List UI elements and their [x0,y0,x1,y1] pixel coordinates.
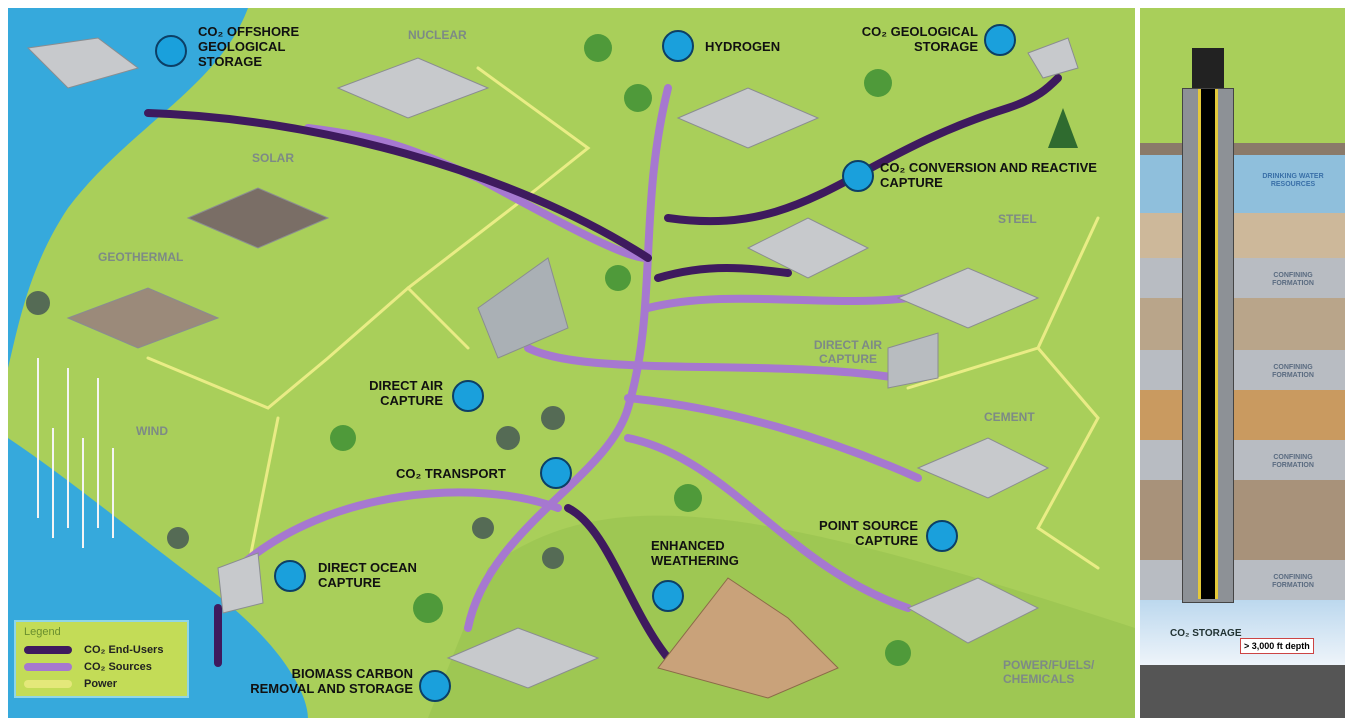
biomass-marker[interactable] [419,670,451,702]
ocean-capture-unit [217,552,264,614]
callout-biomass: BIOMASS CARBON REMOVAL AND STORAGE [250,666,413,696]
legend-label: CO₂ Sources [84,660,152,673]
map-illustration [8,8,1135,718]
point-source-marker[interactable] [926,520,958,552]
conversion-marker[interactable] [842,160,874,192]
geological-wellhead [1027,37,1079,79]
confining-layer-4: CONFINING FORMATION [1140,560,1345,600]
label-power-fuels: POWER/FUELS/ CHEMICALS [1003,658,1095,686]
confining-label: CONFINING FORMATION [1272,454,1314,469]
drinking-water-layer: DRINKING WATER RESOURCES [1140,155,1345,213]
co2-source-pipelines [234,84,922,632]
co2-storage-label: CO₂ STORAGE [1170,628,1242,639]
co2-end-user-pipelines [144,74,1062,667]
label-wind: WIND [136,424,168,438]
basement-layer [1140,665,1345,718]
legend-item-sources: CO₂ Sources [24,658,179,675]
mountain-weathering [657,577,839,699]
geological-storage-marker[interactable] [984,24,1016,56]
label-steel: STEEL [998,212,1037,226]
callout-enhanced-weathering: ENHANCED WEATHERING [651,538,739,568]
confining-layer-3: CONFINING FORMATION [1140,440,1345,480]
label-solar: SOLAR [252,151,294,165]
ocean-capture-marker[interactable] [274,560,306,592]
callout-geological-storage: CO₂ GEOLOGICAL STORAGE [861,24,978,54]
conversion-plant [746,217,870,279]
power-fuels-plant [906,577,1040,644]
power-lines [146,66,1100,570]
legend-item-power: Power [24,675,179,692]
transport-marker[interactable] [540,457,572,489]
nuclear-plant [336,57,490,119]
rock-layer [1140,298,1345,350]
trees [26,34,1078,666]
wind-turbines [37,358,114,548]
label-cement: CEMENT [984,410,1035,424]
end-users-swatch [24,645,72,654]
weathering-marker[interactable] [652,580,684,612]
facilities [26,37,1079,699]
legend-label: Power [84,677,118,690]
label-direct-air-capture: DIRECT AIR CAPTURE [813,338,883,366]
offshore-storage-marker[interactable] [155,35,187,67]
well-casing [1182,88,1234,603]
steel-plant [896,267,1040,329]
biomass-plant [446,627,600,689]
callout-hydrogen: HYDROGEN [705,39,781,54]
topsoil-layer [1140,143,1345,155]
callout-offshore-storage: CO₂ OFFSHORE GEOLOGICAL STORAGE [198,24,300,69]
injection-tubing [1198,89,1218,599]
confining-layer-2: CONFINING FORMATION [1140,350,1345,390]
legend-title: Legend [24,626,61,638]
hydrogen-marker[interactable] [662,30,694,62]
confining-label: CONFINING FORMATION [1272,364,1314,379]
dac-array-right [887,332,939,389]
confining-label: CONFINING FORMATION [1272,272,1314,287]
depth-badge: > 3,000 ft depth [1240,638,1314,654]
label-nuclear: NUCLEAR [408,28,467,42]
ocean-top-left [8,8,248,368]
callout-point-source: POINT SOURCE CAPTURE [819,518,918,548]
co2-storage-layer [1140,600,1345,665]
deep-rock-layer [1140,480,1345,560]
well-cross-section: DRINKING WATER RESOURCES CONFINING FORMA… [1140,8,1345,718]
label-geothermal: GEOTHERMAL [98,250,184,264]
callout-co2-transport: CO₂ TRANSPORT [396,466,506,481]
carbon-management-map: CO₂ OFFSHORE GEOLOGICAL STORAGE HYDROGEN… [8,8,1135,718]
hydrogen-plant [676,87,820,149]
callout-direct-air-capture: DIRECT AIR CAPTURE [369,378,443,408]
reservoir-layer [1140,390,1345,440]
offshore-platform [26,37,140,89]
legend-item-end-users: CO₂ End-Users [24,641,179,658]
dac-array [477,257,569,359]
surface-layer [1140,8,1345,143]
legend-label: CO₂ End-Users [84,643,164,656]
confining-layer-1: CONFINING FORMATION [1140,258,1345,298]
wellhead [1192,48,1224,88]
geothermal-plant [66,287,220,349]
solar-farm [186,187,330,249]
dac-marker[interactable] [452,380,484,412]
sand-layer [1140,213,1345,258]
cement-plant [916,437,1050,499]
confining-label: CONFINING FORMATION [1272,574,1314,589]
callout-direct-ocean-capture: DIRECT OCEAN CAPTURE [318,560,417,590]
drinking-water-label: DRINKING WATER RESOURCES [1262,173,1324,188]
power-swatch [24,679,72,688]
legend: Legend CO₂ End-Users CO₂ Sources Power [14,620,189,698]
sources-swatch [24,662,72,671]
callout-conversion: CO₂ CONVERSION AND REACTIVE CAPTURE [880,160,1097,190]
